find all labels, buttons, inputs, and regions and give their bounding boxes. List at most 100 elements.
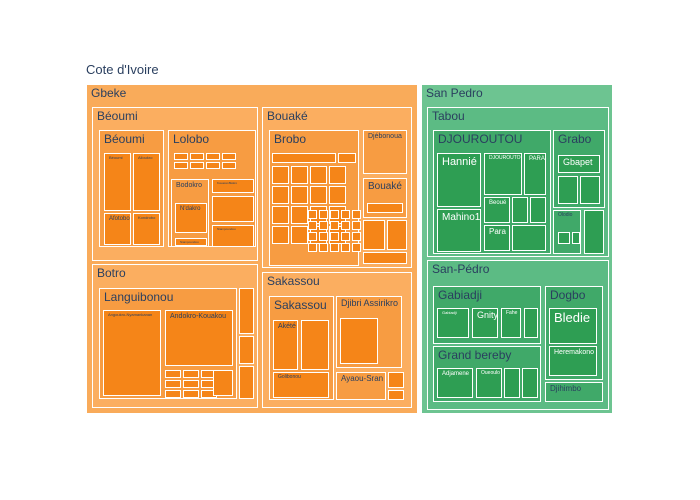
treemap-leaf[interactable] [329,166,346,184]
treemap-leaf[interactable]: PARA [524,153,546,195]
treemap-leaf[interactable] [340,318,378,364]
treemap-leaf[interactable] [272,166,289,184]
treemap-leaf[interactable] [308,210,317,219]
treemap-leaf[interactable] [272,186,289,204]
treemap-leaf[interactable] [512,225,546,251]
treemap-leaf[interactable] [239,288,254,334]
treemap-leaf[interactable]: Oueoulo [476,368,502,398]
treemap-leaf[interactable] [558,176,578,204]
treemap-leaf[interactable]: Heremakono [549,346,597,376]
treemap-leaf[interactable] [165,390,181,398]
treemap-leaf[interactable] [338,153,356,163]
treemap-leaf[interactable] [363,220,385,250]
treemap-leaf[interactable] [174,153,188,160]
treemap-leaf[interactable] [301,320,329,370]
treemap-leaf[interactable]: Fahe [501,308,521,338]
treemap-leaf[interactable] [190,153,204,160]
treemap-leaf[interactable] [212,196,254,222]
treemap-leaf[interactable]: Béoumi [104,153,131,211]
treemap-leaf[interactable] [190,162,204,169]
treemap-leaf[interactable] [530,197,546,223]
treemap-leaf[interactable]: Afotobo [104,213,131,245]
treemap-leaf[interactable] [222,162,236,169]
treemap-leaf[interactable] [206,162,220,169]
treemap-leaf[interactable]: Alloukro [133,153,160,211]
treemap-leaf[interactable]: Hannié [437,153,481,207]
treemap-leaf[interactable] [183,390,199,398]
treemap-leaf[interactable] [319,232,328,241]
treemap-leaf[interactable] [291,166,308,184]
treemap-leaf[interactable] [387,220,407,250]
treemap-leaf[interactable] [330,221,339,230]
treemap-leaf[interactable]: Mahino1 [437,209,481,252]
treemap-leaf[interactable] [165,370,181,378]
treemap-leaf[interactable] [352,221,361,230]
treemap-leaf[interactable] [183,370,199,378]
treemap-leaf[interactable]: Para [484,225,510,251]
treemap-leaf[interactable] [352,232,361,241]
subprefecture[interactable]: Djébonoua [363,130,407,174]
treemap-leaf[interactable]: Kouassi-Blékro [212,179,254,193]
treemap-leaf[interactable] [341,243,350,252]
treemap-leaf[interactable] [341,210,350,219]
treemap-leaf[interactable] [572,232,580,244]
treemap-leaf[interactable] [310,166,327,184]
treemap-leaf[interactable] [341,221,350,230]
treemap-leaf[interactable]: Kondrobo [133,213,160,245]
treemap-leaf[interactable]: Bledie [549,308,597,344]
treemap-leaf[interactable]: N'dakro [175,203,207,233]
treemap-leaf[interactable]: Andokro-Kouakou [165,310,233,366]
treemap-leaf[interactable]: Niampoundou [212,225,254,247]
treemap-leaf[interactable] [367,203,403,213]
treemap-leaf[interactable]: Gabiadji [437,308,469,338]
treemap-leaf[interactable] [308,221,317,230]
treemap-leaf[interactable] [522,368,538,398]
treemap-leaf[interactable] [272,226,289,244]
treemap-leaf[interactable] [341,232,350,241]
treemap-leaf[interactable] [388,390,404,400]
treemap-leaf[interactable]: DJOUROUTOU [484,153,522,195]
treemap-leaf[interactable]: Adjamene [437,368,473,398]
treemap-leaf[interactable] [213,370,233,396]
treemap-leaf[interactable] [206,153,220,160]
treemap-leaf[interactable] [330,243,339,252]
treemap-leaf[interactable] [291,206,308,224]
subprefecture[interactable]: Ayaou-Sran [336,372,386,400]
treemap-leaf[interactable] [388,372,404,388]
treemap-leaf[interactable] [165,380,181,388]
treemap-leaf[interactable] [330,210,339,219]
treemap-leaf[interactable] [512,197,528,223]
treemap-leaf[interactable]: Gnity [472,308,498,338]
treemap-leaf[interactable] [363,252,407,264]
treemap-leaf[interactable] [183,380,199,388]
treemap-leaf[interactable]: Gbapet [558,155,600,173]
treemap-leaf[interactable] [310,186,327,204]
treemap-leaf[interactable] [352,243,361,252]
treemap-leaf[interactable] [580,176,600,204]
treemap-leaf[interactable] [558,232,570,244]
treemap-leaf[interactable]: Niampoundou [175,238,207,246]
treemap-leaf[interactable] [272,206,289,224]
treemap-leaf[interactable] [291,226,308,244]
treemap-leaf[interactable] [524,308,538,338]
treemap-leaf[interactable] [308,232,317,241]
treemap-leaf[interactable] [352,210,361,219]
treemap-leaf[interactable] [239,336,254,364]
treemap-leaf[interactable] [329,186,346,204]
treemap-leaf[interactable]: Beoué [484,197,510,223]
treemap-leaf[interactable] [222,153,236,160]
treemap-leaf[interactable]: Akété [273,320,298,370]
treemap-leaf[interactable] [584,210,604,254]
treemap-leaf[interactable] [174,162,188,169]
treemap-leaf[interactable] [504,368,520,398]
treemap-leaf[interactable] [239,366,254,399]
subprefecture[interactable]: Djihimbo [545,382,603,402]
treemap-leaf[interactable]: Angoukro-Nyamankanan [103,310,161,396]
treemap-leaf[interactable] [319,243,328,252]
treemap-leaf[interactable] [291,186,308,204]
treemap-leaf[interactable] [319,221,328,230]
treemap-leaf[interactable]: Golibonou [273,372,329,398]
treemap-leaf[interactable] [330,232,339,241]
treemap-leaf[interactable] [319,210,328,219]
treemap-leaf[interactable] [272,153,336,163]
